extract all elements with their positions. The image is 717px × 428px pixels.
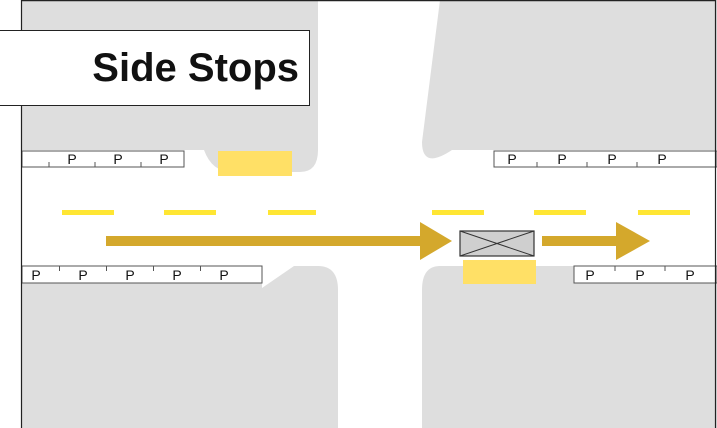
title-box: Side Stops xyxy=(0,30,310,106)
parking-label: P xyxy=(685,267,694,283)
travel-direction-arrow-icon xyxy=(542,222,650,260)
block-bottom-left xyxy=(22,266,338,428)
parking-label: P xyxy=(585,267,594,283)
parking-label: P xyxy=(125,267,134,283)
stop-zone-bottom xyxy=(463,260,536,284)
diagram-title: Side Stops xyxy=(92,45,299,90)
centerline-dashes xyxy=(62,210,690,215)
lane-dash xyxy=(164,210,216,215)
parking-label: P xyxy=(557,151,566,167)
parking-label: P xyxy=(635,267,644,283)
lane-dash xyxy=(62,210,114,215)
stop-zone-top xyxy=(218,151,292,176)
travel-direction-arrow-icon xyxy=(106,222,452,260)
block-top-right xyxy=(422,0,717,159)
lane-dash xyxy=(268,210,316,215)
parking-label: P xyxy=(657,151,666,167)
parking-label: P xyxy=(78,267,87,283)
parking-label: P xyxy=(219,267,228,283)
parking-layer: P P P P P P P P P P P P P P P xyxy=(21,150,717,284)
parking-label: P xyxy=(172,267,181,283)
lane-dash xyxy=(638,210,690,215)
bus-box-icon xyxy=(459,230,535,257)
parking-label: P xyxy=(159,151,168,167)
parking-label: P xyxy=(31,267,40,283)
block-bottom-right-ext xyxy=(540,280,717,428)
lane-dash xyxy=(432,210,484,215)
parking-label: P xyxy=(507,151,516,167)
parking-label: P xyxy=(113,151,122,167)
lane-dash xyxy=(534,210,586,215)
parking-label: P xyxy=(607,151,616,167)
parking-label: P xyxy=(67,151,76,167)
